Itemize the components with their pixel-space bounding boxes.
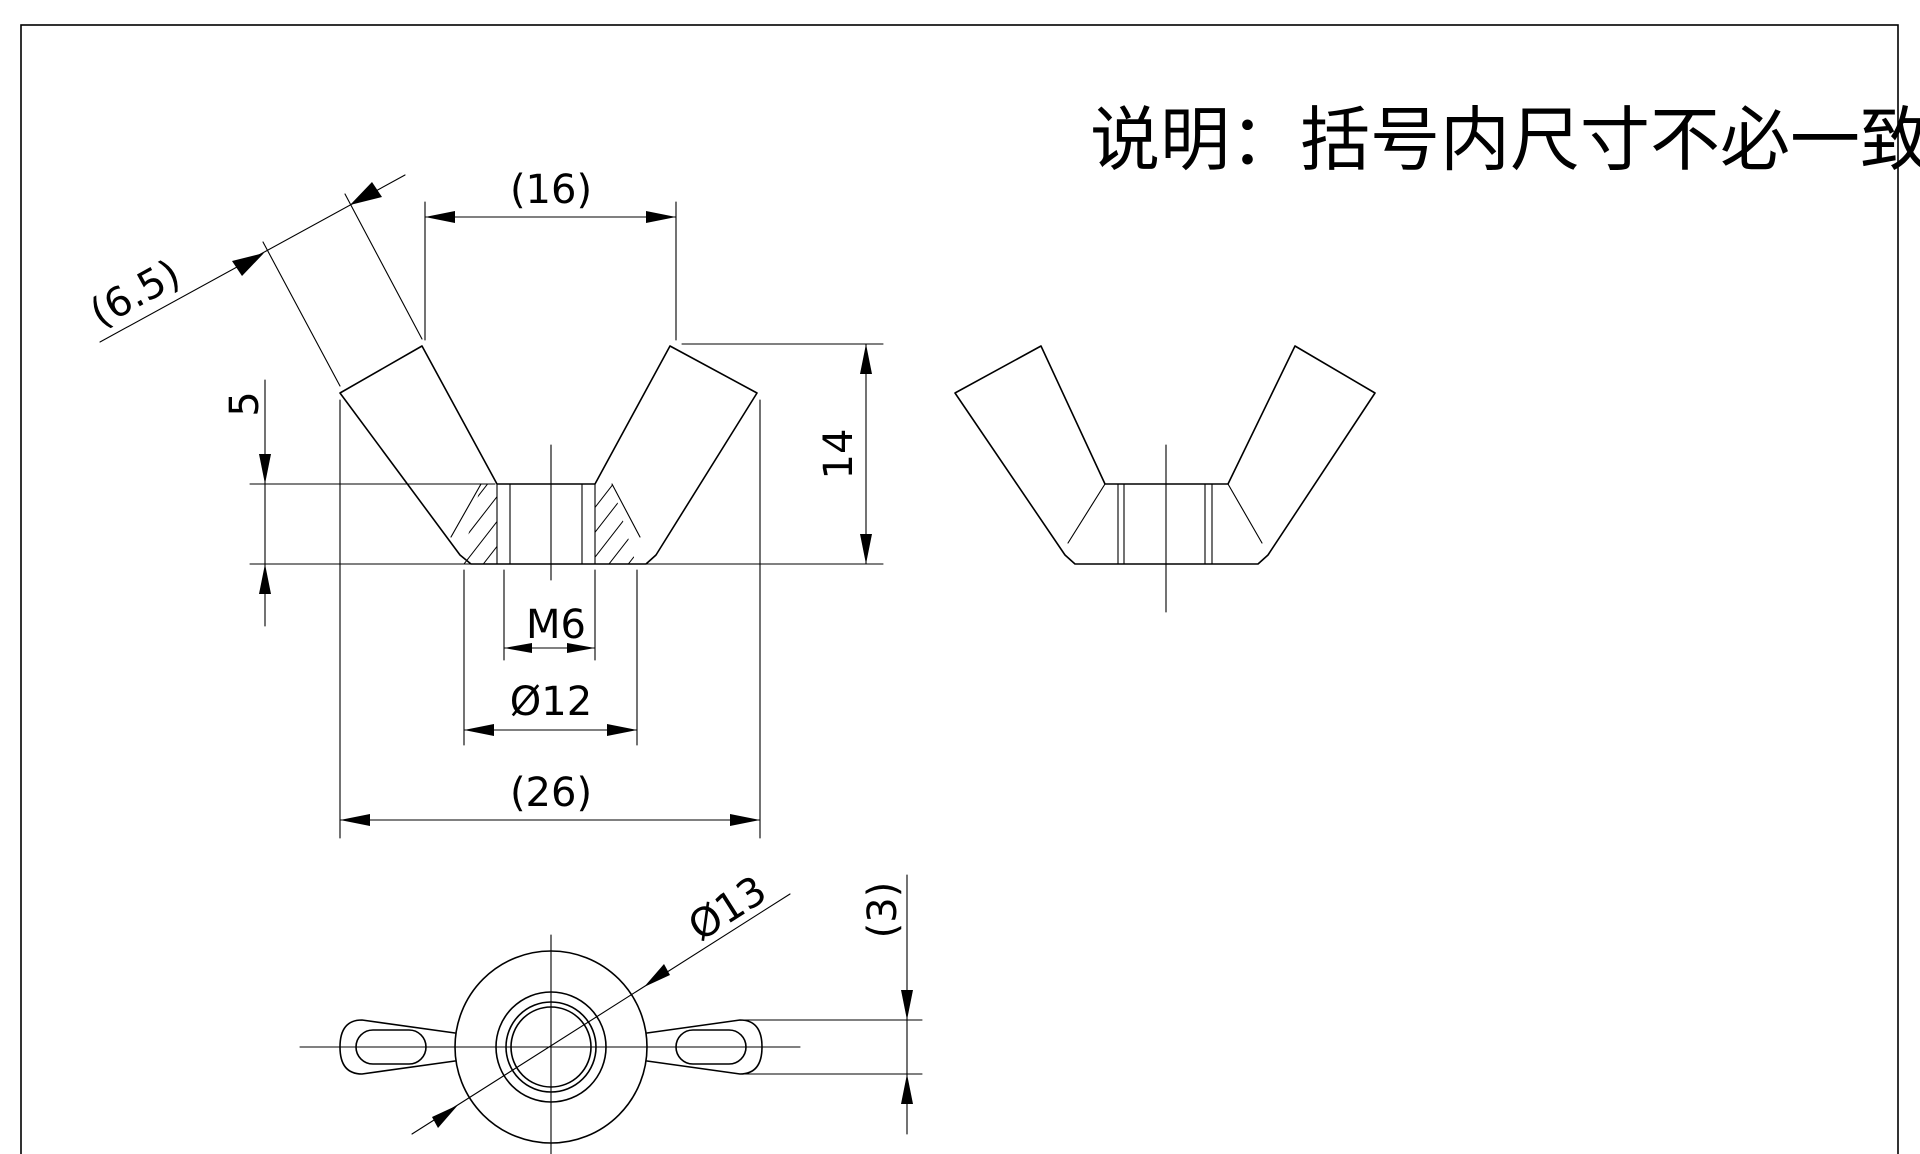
drawing-border bbox=[20, 24, 1899, 1154]
top-boss-diameter-label: Ø13 bbox=[681, 867, 775, 950]
dim-top-boss-diameter: Ø13 bbox=[411, 867, 791, 1135]
wing-tip-span-label: (16) bbox=[510, 167, 592, 213]
wing-nut-side-outline bbox=[954, 345, 1376, 565]
height-label: 14 bbox=[816, 429, 862, 480]
wing-thickness-label: (6.5) bbox=[83, 251, 188, 337]
section-hatch-right bbox=[595, 484, 636, 564]
dim-thread: M6 bbox=[503, 569, 596, 661]
dim-height: 14 bbox=[654, 343, 884, 565]
boss-height-label: 5 bbox=[222, 391, 268, 416]
thread-label: M6 bbox=[526, 602, 586, 648]
overall-width-label: (26) bbox=[510, 770, 592, 816]
dim-boss-diameter: Ø12 bbox=[463, 569, 638, 746]
side-view bbox=[954, 345, 1376, 613]
boss-diameter-label: Ø12 bbox=[510, 679, 592, 725]
dim-top-wing-thickness: (3) bbox=[739, 874, 923, 1135]
dim-boss-height: 5 bbox=[222, 379, 881, 627]
top-view bbox=[299, 934, 801, 1154]
dim-overall-width: (26) bbox=[339, 399, 761, 839]
note-text: 说明：括号内尺寸不必一致 bbox=[1090, 99, 1920, 181]
top-wing-thickness-label: (3) bbox=[860, 882, 906, 939]
wing-nut-front-outline bbox=[339, 345, 758, 565]
dim-wing-tip-span: (16) bbox=[424, 167, 677, 341]
dim-wing-thickness: (6.5) bbox=[83, 174, 423, 387]
section-hatch-left bbox=[461, 484, 497, 564]
front-view bbox=[339, 345, 758, 581]
